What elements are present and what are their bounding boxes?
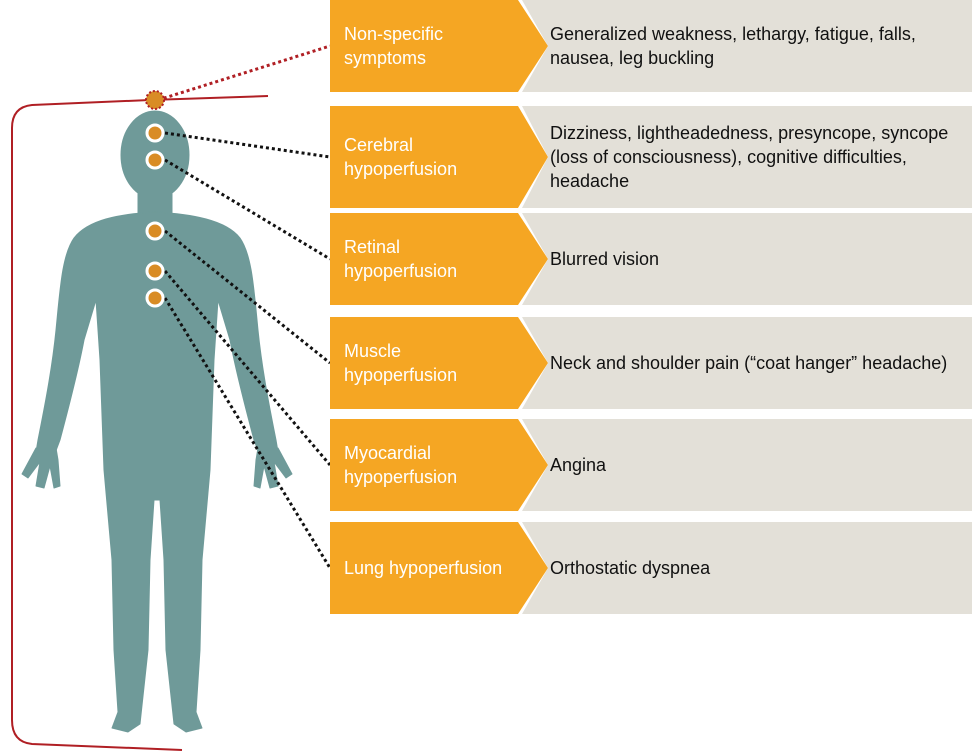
row-retinal: Retinal hypoperfusion Blurred vision — [330, 213, 972, 305]
row-myocardial: Myocardial hypoperfusion Angina — [330, 419, 972, 511]
connector-nonspecific — [158, 46, 330, 100]
category-label: Myocardial hypoperfusion — [330, 419, 548, 511]
description-text: Dizziness, lightheadedness, presyncope, … — [522, 106, 972, 208]
marker-cerebral — [147, 125, 163, 141]
row-cerebral: Cerebral hypoperfusion Dizziness, lighth… — [330, 106, 972, 208]
row-muscle: Muscle hypoperfusion Neck and shoulder p… — [330, 317, 972, 409]
row-nonspecific: Non-specific symptoms Generalized weakne… — [330, 0, 972, 92]
description-text: Angina — [522, 419, 972, 511]
category-label: Retinal hypoperfusion — [330, 213, 548, 305]
human-silhouette — [22, 111, 292, 732]
marker-lung — [147, 290, 163, 306]
nonspecific-marker — [146, 91, 164, 109]
marker-retinal — [147, 152, 163, 168]
category-label: Cerebral hypoperfusion — [330, 106, 548, 208]
connector-cerebral — [165, 133, 330, 157]
description-text: Generalized weakness, lethargy, fatigue,… — [522, 0, 972, 92]
category-label: Non-specific symptoms — [330, 0, 548, 92]
marker-muscle — [147, 223, 163, 239]
description-text: Neck and shoulder pain (“coat hanger” he… — [522, 317, 972, 409]
category-label: Lung hypoperfusion — [330, 522, 548, 614]
row-lung: Lung hypoperfusion Orthostatic dyspnea — [330, 522, 972, 614]
description-text: Orthostatic dyspnea — [522, 522, 972, 614]
category-label: Muscle hypoperfusion — [330, 317, 548, 409]
description-text: Blurred vision — [522, 213, 972, 305]
marker-myocardial — [147, 263, 163, 279]
